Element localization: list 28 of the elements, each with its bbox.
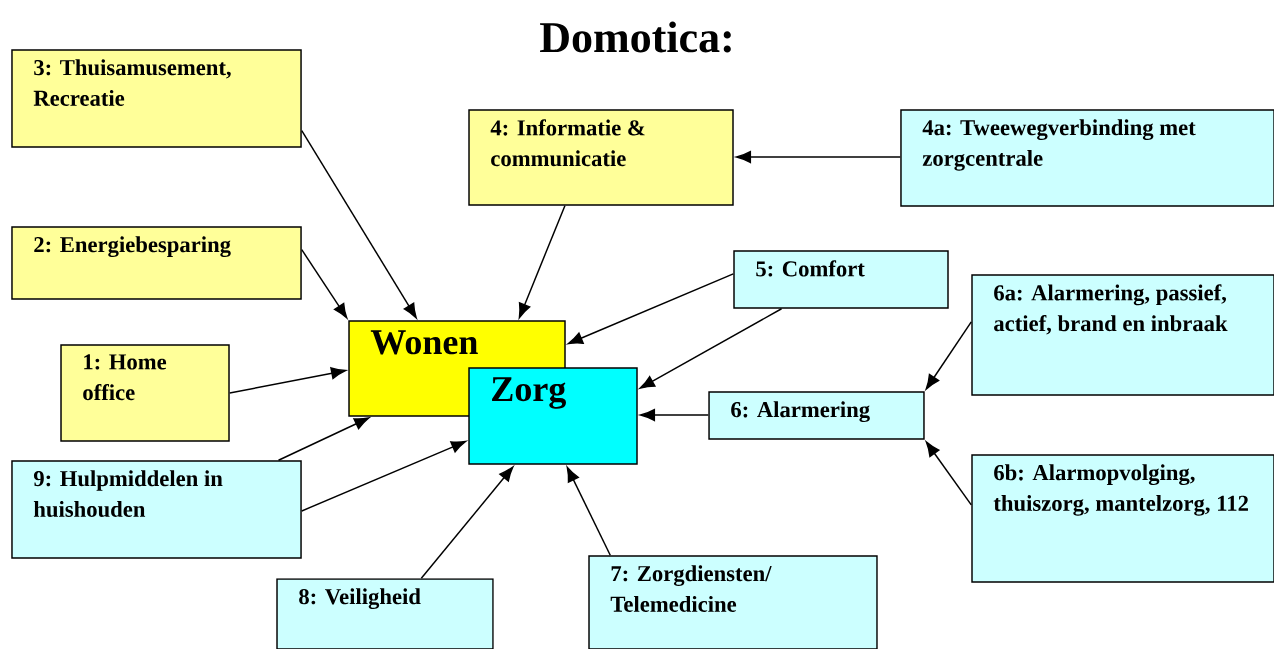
arrow — [277, 417, 370, 461]
topic-box: 7: Zorgdiensten/ Telemedicine — [588, 555, 878, 649]
arrow — [639, 408, 710, 422]
arrow — [229, 367, 347, 394]
arrow — [420, 466, 514, 579]
title: Domotica: — [540, 21, 731, 53]
arrow — [301, 129, 417, 319]
arrow — [735, 150, 901, 164]
arrow — [925, 441, 972, 506]
arrow — [301, 248, 348, 319]
arrow — [567, 273, 734, 345]
topic-box: 6a: Alarmering, passief, actief, brand en inbraak — [971, 274, 1274, 396]
topic-box: 4a: Tweewegverbinding met zorgcentrale — [900, 109, 1274, 207]
arrow — [301, 440, 467, 512]
arrow — [925, 321, 972, 390]
arrow — [518, 204, 566, 319]
topic-box: 4: Informatie & communicatie — [468, 109, 734, 206]
arrow — [639, 308, 783, 389]
main-box: Zorg — [468, 367, 638, 465]
topic-box: 9: Hulpmiddelen in huishouden — [11, 460, 302, 559]
topic-box: 5: Comfort — [733, 250, 949, 309]
topic-box: 6: Alarmering — [708, 391, 925, 440]
topic-box: 3: Thuisamusement, Recreatie — [11, 49, 302, 148]
topic-box: 1: Home office — [60, 344, 230, 442]
arrow — [566, 466, 611, 556]
topic-box: 6b: Alarmopvolging, thuiszorg, mantelzorg, 112 — [971, 454, 1274, 583]
topic-box: 8: Veiligheid — [276, 578, 494, 649]
topic-box: 2: Energiebesparing — [11, 226, 302, 300]
